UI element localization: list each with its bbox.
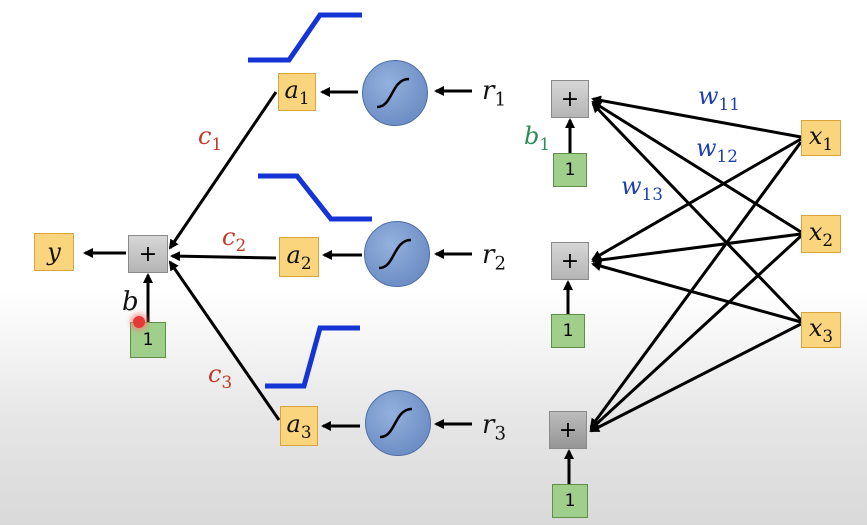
preactivation-r1-label: r1 [482, 76, 507, 111]
edge-x1-s3 [589, 141, 803, 429]
edge-x2-s1 [591, 100, 802, 234]
weight-w12-label: w12 [696, 134, 738, 166]
sigmoid-node-1 [362, 60, 428, 126]
activation-a3-node: a3 [280, 406, 318, 446]
hidden-bias-input-3: 1 [552, 484, 588, 518]
edge-x2-s2 [591, 232, 802, 265]
output-y-label: y [47, 238, 61, 266]
sigmoid-curve-icon [379, 407, 413, 439]
output-bias-label: b [122, 287, 139, 317]
edge-a3-out [168, 260, 281, 421]
weight-c1-label: c1 [198, 122, 223, 154]
output-y-node: y [34, 233, 74, 271]
input-x1-node: x1 [801, 120, 841, 156]
hidden-bias-input-2: 1 [551, 314, 585, 348]
sigmoid-node-2 [364, 221, 430, 287]
activation-a1-node: a1 [278, 73, 316, 111]
edge-x3-s3 [589, 322, 802, 433]
hidden-bias-input-1: 1 [553, 153, 587, 187]
preactivation-r2-label: r2 [482, 240, 507, 275]
hidden-sum-node-2: + [551, 242, 589, 280]
edge-x3-s1 [591, 102, 803, 322]
sigmoid-node-3 [365, 390, 431, 456]
edge-x3-s2 [591, 261, 802, 324]
step-shape-1 [248, 12, 362, 63]
sigmoid-curve-icon [378, 238, 412, 270]
weight-w13-label: w13 [621, 172, 663, 204]
hidden-sum-node-1: + [551, 80, 589, 118]
sigmoid-curve-icon [376, 77, 410, 109]
bias-b1-label: b1 [524, 122, 551, 154]
input-x3-node: x3 [801, 312, 841, 348]
weight-c3-label: c3 [208, 360, 233, 392]
hidden-sum-node-3: + [549, 411, 587, 449]
output-sum-symbol: + [138, 241, 158, 267]
input-x2-node: x2 [801, 215, 841, 253]
edge-x1-s1 [591, 95, 802, 139]
edge-x2-s3 [589, 234, 803, 431]
step-shape-3 [265, 325, 360, 389]
edge-x1-s2 [591, 137, 802, 261]
step-shape-2 [258, 173, 372, 222]
activation-a2-node: a2 [279, 237, 319, 277]
edge-a2-out [170, 251, 277, 262]
output-sum-node: + [128, 235, 168, 273]
pointer-dot [133, 316, 145, 328]
preactivation-r3-label: r3 [482, 410, 507, 445]
weight-c2-label: c2 [222, 223, 247, 255]
edge-a1-out [168, 91, 278, 250]
output-bias-input: 1 [130, 322, 166, 358]
weight-w11-label: w11 [698, 82, 740, 114]
